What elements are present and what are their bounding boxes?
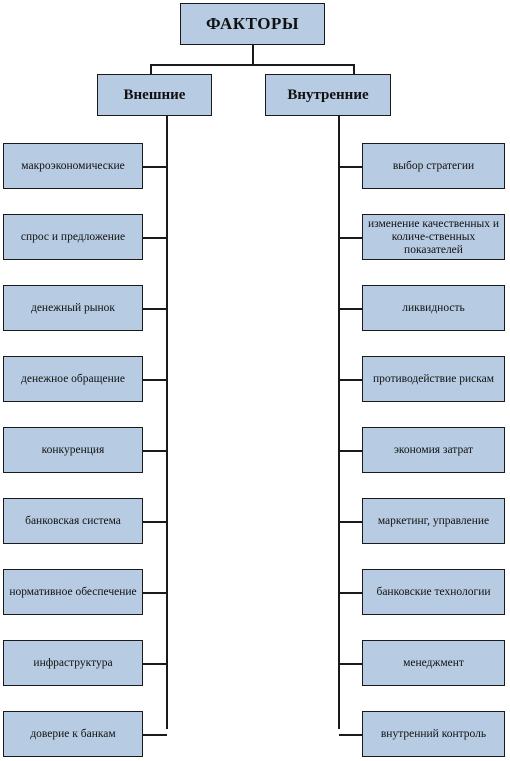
- external-factor-label: инфраструктура: [33, 656, 113, 669]
- internal-factor-label: экономия затрат: [393, 443, 474, 456]
- external-branch-line: [143, 237, 167, 239]
- external-trunk-line: [166, 116, 168, 729]
- external-factor-item: инфраструктура: [3, 640, 143, 686]
- internal-factor-label: внутренний контроль: [380, 727, 487, 740]
- external-factor-item: конкуренция: [3, 427, 143, 473]
- external-branch-line: [143, 663, 167, 665]
- internal-branch-line: [339, 450, 362, 452]
- external-category-box: Внешние: [97, 74, 212, 116]
- internal-factor-label: менеджмент: [403, 656, 464, 669]
- external-factor-item: макроэкономические: [3, 143, 143, 189]
- external-category-label: Внешние: [123, 86, 186, 103]
- connector-to-external: [150, 64, 152, 74]
- connector-to-internal: [353, 64, 355, 74]
- external-factor-label: спрос и предложение: [20, 230, 126, 243]
- external-factor-item: денежное обращение: [3, 356, 143, 402]
- internal-branch-line: [339, 592, 362, 594]
- internal-branch-line: [339, 521, 362, 523]
- external-branch-line: [143, 734, 167, 736]
- internal-factor-label: противодействие рискам: [372, 372, 495, 385]
- internal-factor-label: изменение качественных и количе-ственных…: [367, 217, 500, 256]
- title-text: ФАКТОРЫ: [205, 14, 300, 33]
- internal-factor-item: внутренний контроль: [362, 711, 505, 757]
- external-factor-label: нормативное обеспечение: [9, 585, 137, 598]
- external-factor-label: макроэкономические: [21, 159, 125, 172]
- internal-factor-item: банковские технологии: [362, 569, 505, 615]
- external-branch-line: [143, 592, 167, 594]
- external-branch-line: [143, 308, 167, 310]
- internal-branch-line: [339, 734, 362, 736]
- external-branch-line: [143, 166, 167, 168]
- external-factor-label: доверие к банкам: [30, 727, 116, 740]
- external-factor-label: денежный рынок: [30, 301, 116, 314]
- internal-factor-label: выбор стратегии: [392, 159, 475, 172]
- external-factor-item: доверие к банкам: [3, 711, 143, 757]
- internal-category-label: Внутренние: [287, 86, 369, 103]
- connector-horizontal-top: [150, 64, 355, 66]
- external-branch-line: [143, 450, 167, 452]
- internal-branch-line: [339, 379, 362, 381]
- internal-factor-item: выбор стратегии: [362, 143, 505, 189]
- internal-factor-item: изменение качественных и количе-ственных…: [362, 214, 505, 260]
- title-box: ФАКТОРЫ: [180, 3, 325, 45]
- internal-factor-label: ликвидность: [402, 301, 465, 314]
- external-branch-line: [143, 521, 167, 523]
- external-branch-line: [143, 379, 167, 381]
- internal-branch-line: [339, 308, 362, 310]
- internal-factor-item: маркетинг, управление: [362, 498, 505, 544]
- internal-branch-line: [339, 237, 362, 239]
- internal-factor-label: банковские технологии: [376, 585, 491, 598]
- connector-title-down: [252, 45, 254, 65]
- external-factor-item: нормативное обеспечение: [3, 569, 143, 615]
- internal-factor-item: менеджмент: [362, 640, 505, 686]
- external-factor-item: денежный рынок: [3, 285, 143, 331]
- internal-branch-line: [339, 166, 362, 168]
- external-factor-label: банковская система: [25, 514, 121, 527]
- internal-factor-label: маркетинг, управление: [377, 514, 490, 527]
- external-factor-label: конкуренция: [41, 443, 105, 456]
- internal-branch-line: [339, 663, 362, 665]
- internal-factor-item: экономия затрат: [362, 427, 505, 473]
- internal-category-box: Внутренние: [265, 74, 391, 116]
- external-factor-item: банковская система: [3, 498, 143, 544]
- external-factor-item: спрос и предложение: [3, 214, 143, 260]
- internal-trunk-line: [338, 116, 340, 729]
- internal-factor-item: ликвидность: [362, 285, 505, 331]
- external-factor-label: денежное обращение: [20, 372, 125, 385]
- internal-factor-item: противодействие рискам: [362, 356, 505, 402]
